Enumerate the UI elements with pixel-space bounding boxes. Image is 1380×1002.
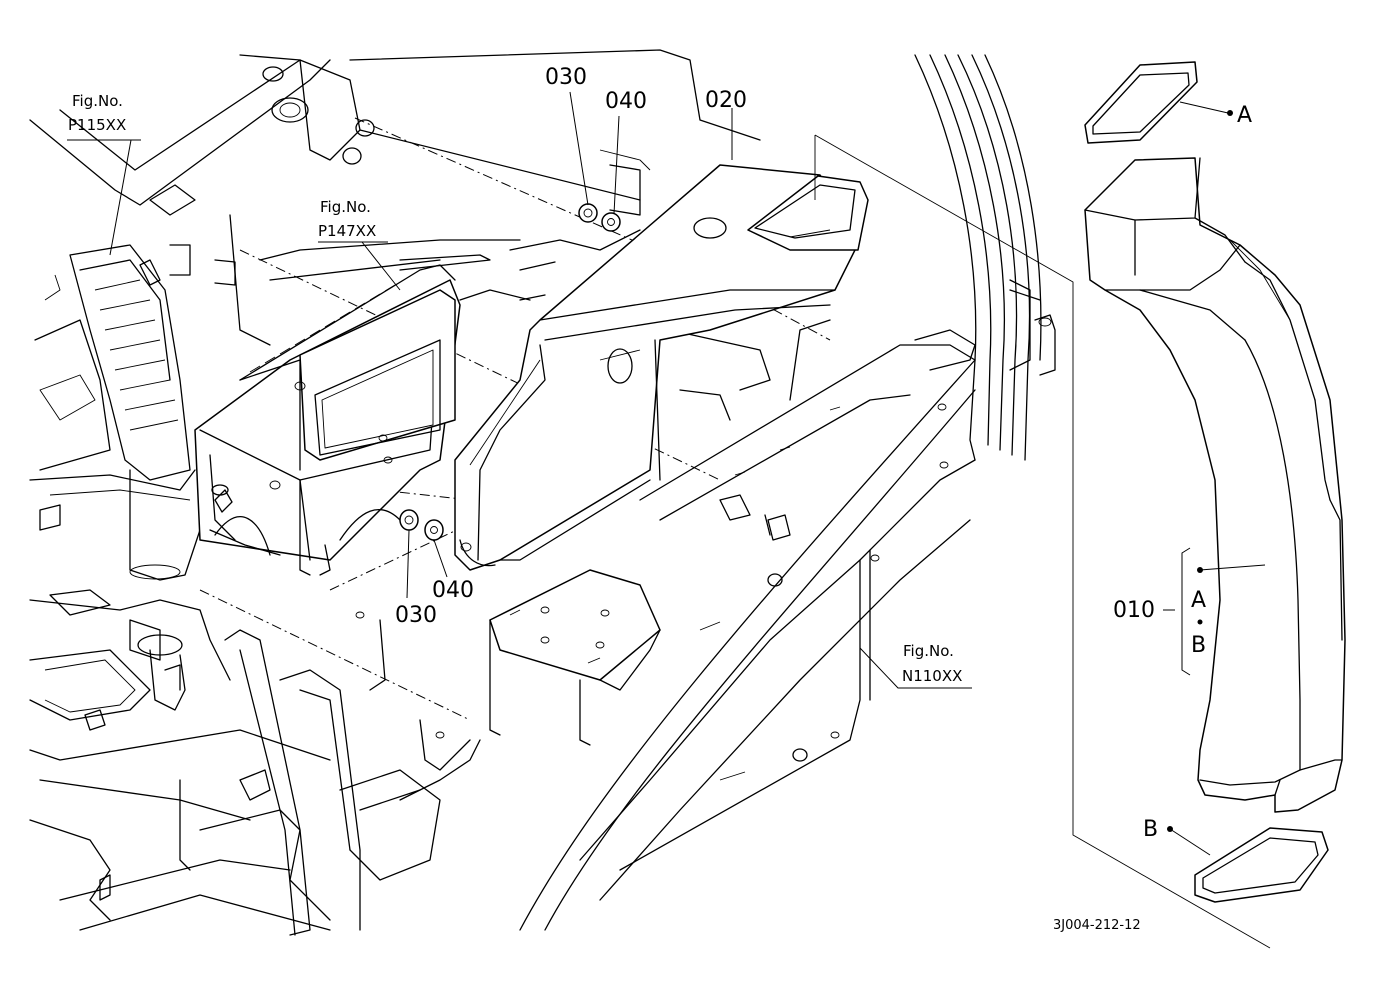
callout-040-top: 040 xyxy=(605,89,647,114)
ref-n110-number: N110XX xyxy=(902,667,962,685)
cabin-pillar xyxy=(914,54,1056,461)
callout-040-bottom: 040 xyxy=(432,578,474,603)
detail-inset-frame xyxy=(814,134,1271,949)
washer-040-top xyxy=(601,212,621,232)
duct-010 xyxy=(1084,157,1346,813)
machine-frame-drawing xyxy=(29,49,1056,936)
seal-b xyxy=(1194,827,1329,903)
callout-030-bottom: 030 xyxy=(395,603,437,628)
center-bracket xyxy=(489,569,661,746)
ref-p115-number: P115XX xyxy=(68,116,126,134)
leader-dots xyxy=(1167,110,1233,832)
nut-030-top xyxy=(578,203,598,223)
mark-a-top: A xyxy=(1237,103,1252,128)
mark-b-bottom: B xyxy=(1143,817,1158,842)
ref-p115-prefix: Fig.No. xyxy=(72,92,123,110)
washer-040-bottom xyxy=(424,519,444,541)
left-control-unit xyxy=(29,244,201,581)
blower-unit xyxy=(194,254,491,576)
nut-030-bottom xyxy=(399,509,419,531)
drawing-code: 3J004-212-12 xyxy=(1053,918,1141,933)
duct-020 xyxy=(454,164,869,571)
callout-030-top: 030 xyxy=(545,65,587,90)
mark-b-group: B xyxy=(1191,633,1206,658)
seal-a xyxy=(1084,61,1198,144)
callout-010: 010 xyxy=(1113,598,1155,623)
leader-lines xyxy=(67,91,1266,856)
ref-p147-number: P147XX xyxy=(318,222,376,240)
mark-a-group: A xyxy=(1191,588,1206,613)
ref-n110-prefix: Fig.No. xyxy=(903,642,954,660)
ref-p147-prefix: Fig.No. xyxy=(320,198,371,216)
callout-020: 020 xyxy=(705,88,747,113)
